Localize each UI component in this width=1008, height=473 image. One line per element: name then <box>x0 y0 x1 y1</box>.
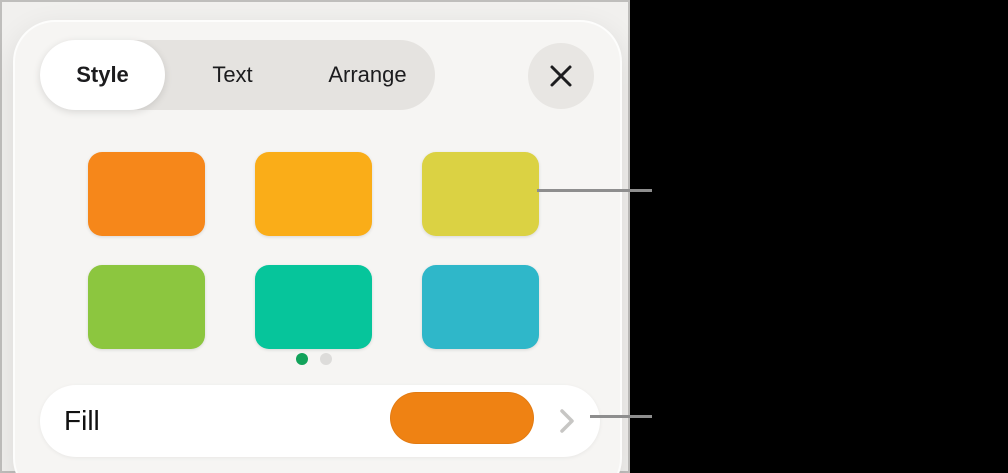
callout-line-swatches <box>537 189 652 192</box>
black-margin <box>630 0 1008 473</box>
fill-row[interactable]: Fill <box>40 385 600 457</box>
fill-label: Fill <box>64 405 100 436</box>
ipad-screenshot: Style Text Arrange <box>0 0 630 473</box>
page-dot-active[interactable] <box>295 353 308 365</box>
callout-line-fill <box>590 415 652 418</box>
page-dots <box>88 353 539 365</box>
style-swatch-cyan[interactable] <box>422 265 539 349</box>
close-button[interactable] <box>528 43 594 109</box>
style-swatch-chartreuse[interactable] <box>422 152 539 236</box>
style-swatch-grid <box>88 152 539 349</box>
chevron-right-icon <box>558 407 576 435</box>
page-dot-inactive[interactable] <box>319 353 332 365</box>
style-swatch-amber[interactable] <box>255 152 372 236</box>
tab-text-label: Text <box>212 62 253 87</box>
tab-style-label: Style <box>76 62 129 87</box>
fill-color-preview[interactable] <box>390 392 534 444</box>
style-swatch-green[interactable] <box>88 265 205 349</box>
tab-text[interactable]: Text <box>165 40 300 110</box>
style-swatch-orange[interactable] <box>88 152 205 236</box>
tab-arrange[interactable]: Arrange <box>300 40 435 110</box>
tab-style[interactable]: Style <box>40 40 165 110</box>
format-tabs: Style Text Arrange <box>40 40 435 110</box>
format-popover: Style Text Arrange <box>13 20 622 473</box>
close-icon <box>547 62 575 90</box>
tab-arrange-label: Arrange <box>328 62 407 87</box>
style-swatch-teal[interactable] <box>255 265 372 349</box>
